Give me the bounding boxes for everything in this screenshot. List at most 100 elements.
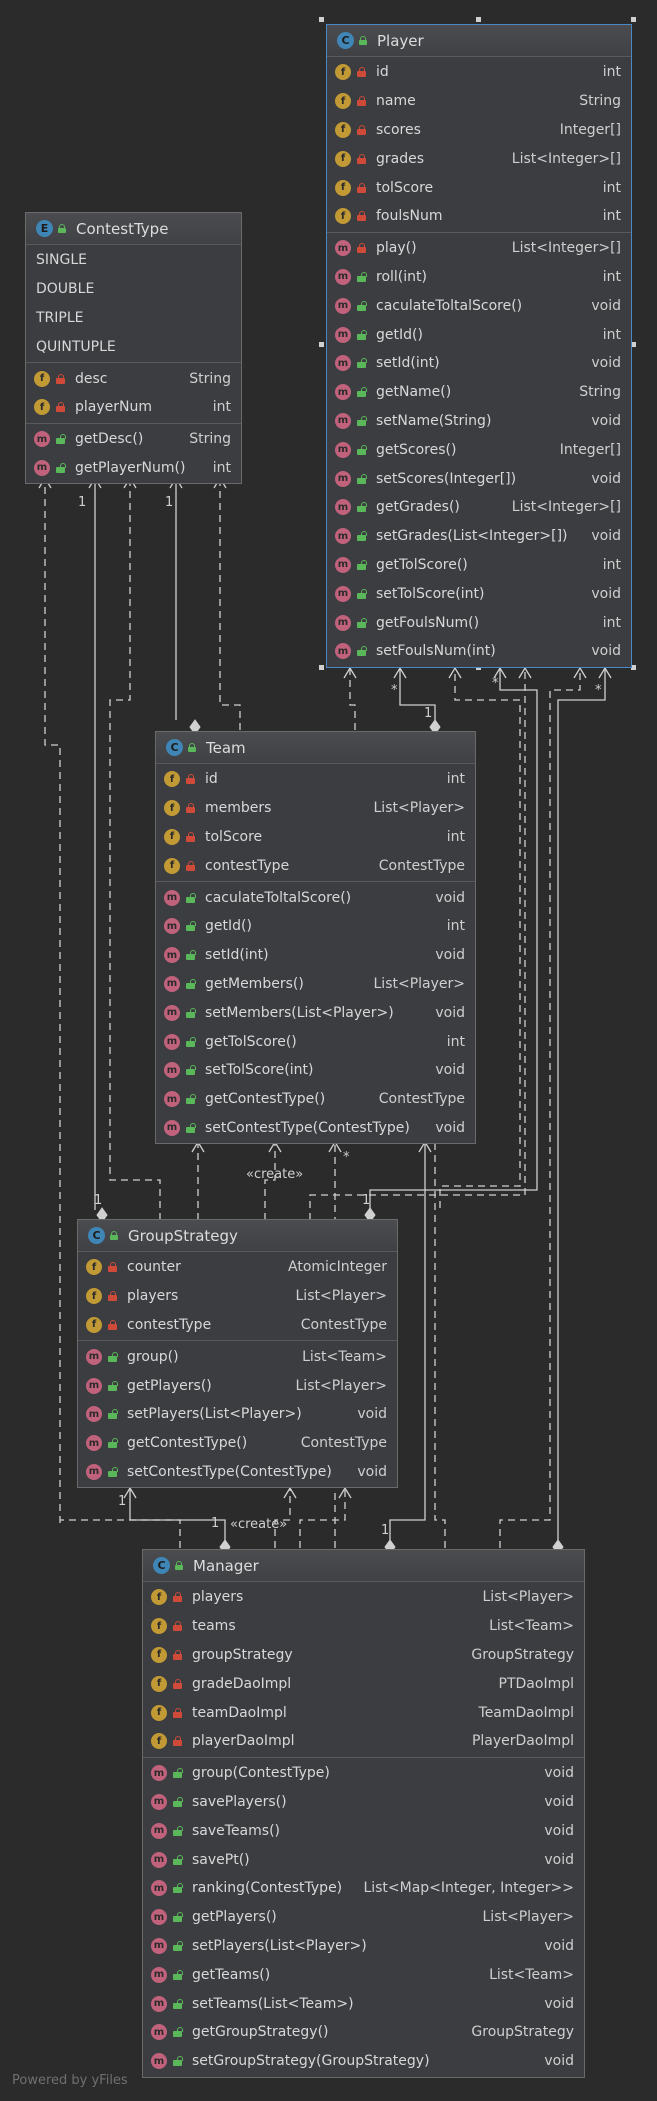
method-icon: m	[86, 1435, 102, 1452]
selection-handle[interactable]	[631, 665, 636, 670]
public-unlock-icon	[357, 502, 367, 513]
selection-handle[interactable]	[319, 665, 324, 670]
method-icon: m	[335, 355, 351, 372]
arrow-pl-2	[393, 666, 407, 679]
selection-handle[interactable]	[631, 17, 636, 22]
selection-handle[interactable]	[631, 342, 636, 347]
method-name: setContestType(ContestType)	[205, 1119, 410, 1136]
method-icon: m	[151, 1909, 167, 1926]
class-name: Team	[206, 738, 246, 757]
method-name: getFoulsNum()	[376, 614, 480, 631]
method-return-type: ContestType	[300, 1435, 387, 1452]
method-icon: m	[151, 1966, 167, 1983]
enum-constant[interactable]: DOUBLE	[26, 275, 241, 304]
selection-handle[interactable]	[319, 342, 324, 347]
method-return-type: List<Integer>[]	[511, 499, 621, 516]
edge-gs-player-assoc	[369, 668, 538, 1208]
field-name: counter	[127, 1259, 181, 1276]
method-name: getId()	[205, 918, 252, 935]
selection-handle[interactable]	[476, 17, 481, 22]
enum-constant[interactable]: TRIPLE	[26, 304, 241, 333]
enum-constant[interactable]: SINGLE	[26, 246, 241, 275]
enum-constant[interactable]: QUINTUPLE	[26, 332, 241, 361]
public-unlock-icon	[357, 531, 367, 542]
method-icon: m	[86, 1406, 102, 1423]
selection-handle[interactable]	[319, 17, 324, 22]
